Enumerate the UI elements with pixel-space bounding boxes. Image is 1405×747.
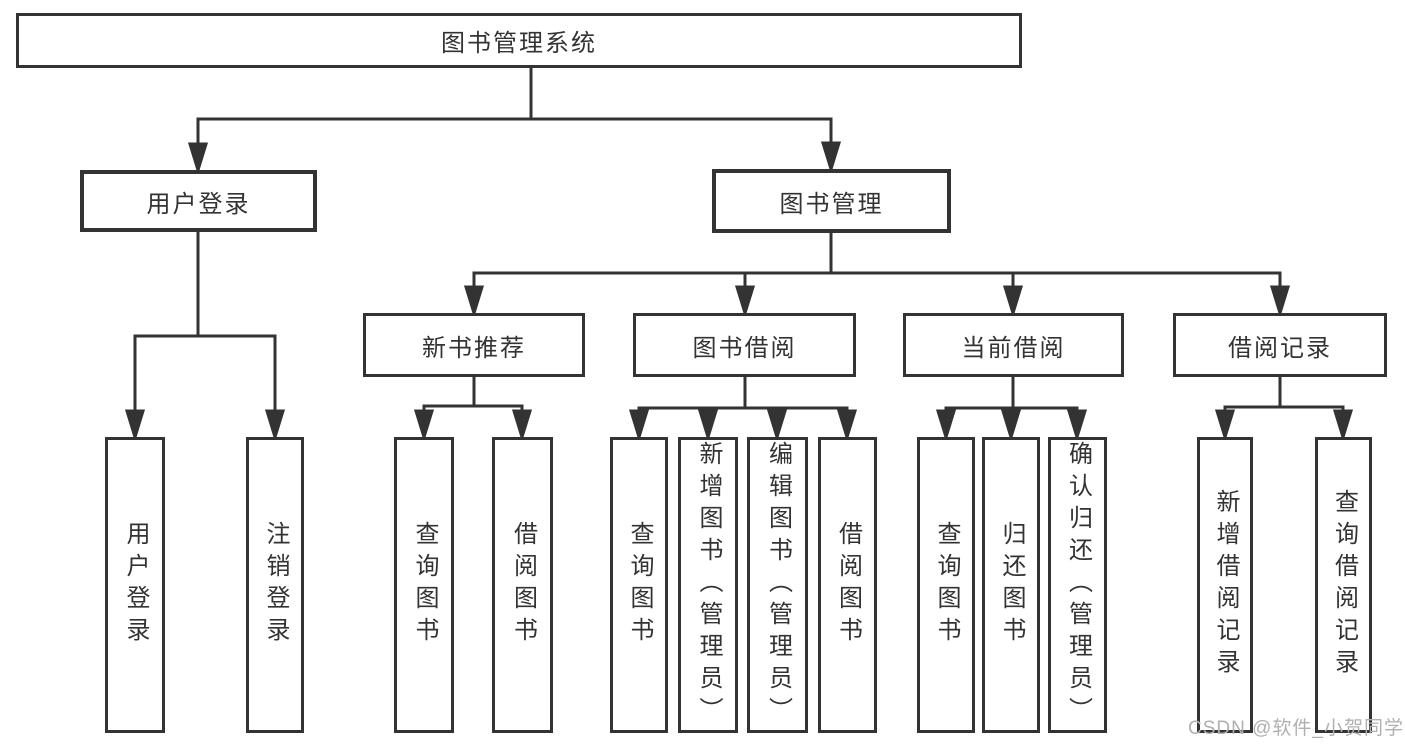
node-label: 查询借阅记录 [1330,489,1358,681]
node-current-borrow: 当前借阅 [903,313,1124,377]
node-label: 图书管理系统 [441,30,597,57]
node-root: 图书管理系统 [16,13,1022,68]
node-label: 编辑图书（管理员） [764,441,792,729]
leaf-add-book-admin: 新增图书（管理员） [678,437,738,733]
node-book-borrow: 图书借阅 [633,313,856,377]
node-label: 借阅记录 [1228,334,1332,362]
leaf-logout: 注销登录 [246,437,304,733]
node-label: 用户登录 [146,190,251,218]
node-label: 注销登录 [262,521,289,649]
leaf-confirm-return-admin: 确认归还（管理员） [1048,437,1107,733]
leaf-return-book: 归还图书 [982,437,1040,733]
node-user-login: 用户登录 [80,170,317,232]
node-label: 借阅图书 [509,521,537,649]
node-label: 查询图书 [626,521,653,649]
node-label: 当前借阅 [961,334,1066,362]
leaf-query-borrow-record: 查询借阅记录 [1315,437,1372,733]
node-label: 新增借阅记录 [1212,489,1239,681]
node-label: 归还图书 [998,521,1025,649]
node-label: 图书借阅 [692,334,797,362]
node-label: 新书推荐 [422,334,526,362]
node-label: 借阅图书 [834,521,862,649]
node-label: 查询图书 [411,521,438,649]
node-label: 查询图书 [933,521,960,649]
leaf-query-books-current: 查询图书 [917,437,975,733]
watermark: CSDN @软件_小贺同学 [1188,718,1404,739]
leaf-edit-book-admin: 编辑图书（管理员） [747,437,808,733]
node-new-book-recommend: 新书推荐 [363,313,585,377]
node-label: 图书管理 [779,190,884,218]
node-label: 用户登录 [122,521,149,649]
node-label: 确认归还（管理员） [1064,441,1092,729]
leaf-query-books-borrow: 查询图书 [610,437,668,733]
leaf-borrow-books-borrow: 借阅图书 [818,437,877,733]
node-borrow-records: 借阅记录 [1173,313,1387,377]
leaf-query-books-recommend: 查询图书 [394,437,454,733]
node-label: 新增图书（管理员） [695,441,722,729]
leaf-user-login: 用户登录 [105,437,165,733]
node-book-management: 图书管理 [712,169,951,233]
leaf-borrow-books-recommend: 借阅图书 [492,437,553,733]
leaf-add-borrow-record: 新增借阅记录 [1197,437,1253,733]
